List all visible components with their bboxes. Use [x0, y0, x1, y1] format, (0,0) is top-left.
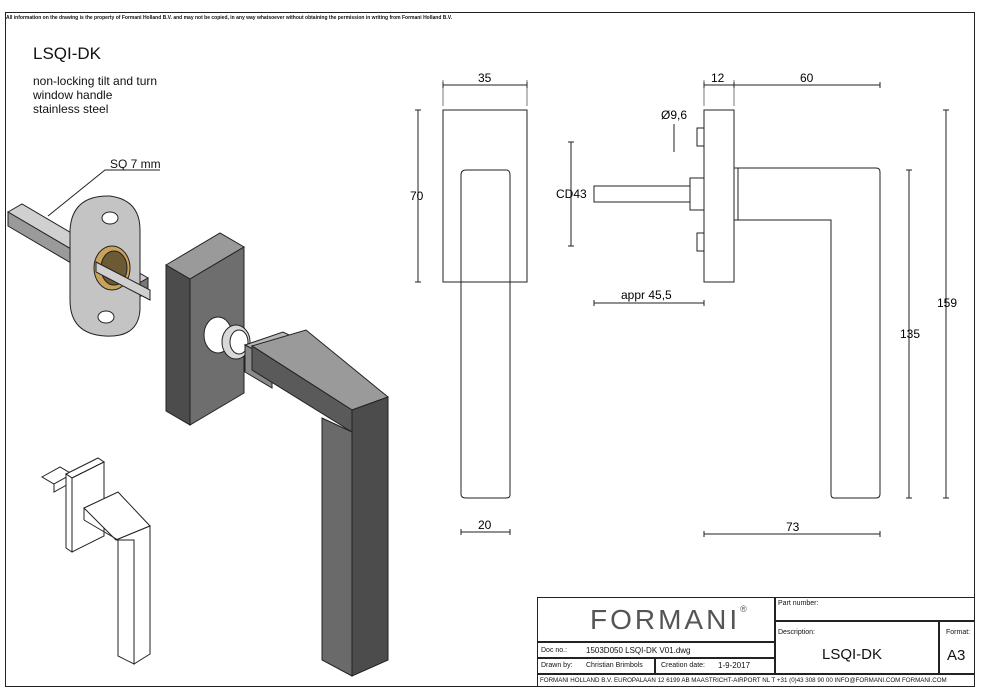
dim-35: 35	[478, 71, 492, 85]
side-collar	[689, 177, 705, 211]
handle-grip-side	[321, 417, 353, 677]
drawn-by-cell: Drawn by: Christian Brimbols	[537, 658, 655, 674]
front-view	[415, 80, 528, 535]
doc-no-value: 1503D050 LSQI-DK V01.dwg	[586, 646, 691, 655]
drawn-by-value: Christian Brimbols	[586, 662, 643, 669]
format-label: Format:	[946, 629, 971, 636]
format-cell: Format: A3	[939, 621, 975, 674]
side-rose-outline	[703, 109, 735, 283]
dim-73: 73	[786, 520, 800, 534]
dim-cd43: CD43	[556, 187, 587, 201]
logo-registered-mark: ®	[740, 604, 747, 614]
dim-60: 60	[800, 71, 814, 85]
format-value: A3	[947, 647, 966, 664]
company-logo: FORMANI	[590, 604, 741, 635]
exploded-view	[7, 169, 389, 677]
dim-159: 159	[937, 296, 957, 310]
logo-cell: FORMANI®	[537, 597, 775, 642]
dim-455: appr 45,5	[621, 288, 672, 302]
front-handle-outline	[460, 169, 511, 499]
description-value: LSQI-DK	[822, 646, 883, 663]
part-number-label: Part number:	[778, 600, 819, 607]
spindle-leader	[47, 169, 160, 217]
assembled-line-view	[40, 457, 151, 665]
drawn-by-label: Drawn by:	[541, 662, 573, 669]
side-view	[568, 80, 949, 537]
drawing-frame	[5, 12, 975, 687]
disclaimer: All information on the drawing is the pr…	[6, 15, 453, 21]
dim-20: 20	[478, 518, 492, 532]
handle-grip-front	[351, 396, 389, 677]
creation-date-label: Creation date:	[661, 662, 705, 669]
part-number-cell: Part number:	[775, 597, 975, 621]
description-label: Description:	[778, 629, 815, 636]
square-rose-side	[165, 264, 191, 426]
footer-cell: FORMANI HOLLAND B.V. EUROPALAAN 12 6199 …	[537, 674, 975, 687]
front-rose-outline	[442, 109, 528, 283]
doc-no-label: Doc no.:	[541, 647, 568, 654]
rosette-hole-top	[101, 211, 119, 225]
side-spindle	[593, 185, 691, 203]
description-cell: Description: LSQI-DK	[775, 621, 939, 674]
side-handle-outline	[733, 167, 881, 499]
creation-date-value: 1-9-2017	[718, 661, 751, 670]
creation-date-cell: Creation date: 1-9-2017	[655, 658, 775, 674]
doc-no-cell: Doc no.: 1503D050 LSQI-DK V01.dwg	[537, 642, 775, 658]
description-line-3: stainless steel	[33, 102, 109, 116]
title-block: FORMANI® Part number: Description: LSQI-…	[537, 597, 975, 687]
spindle-size-label: SQ 7 mm	[110, 157, 161, 171]
description-line-1: non-locking tilt and turn	[33, 74, 158, 88]
company-footer: FORMANI HOLLAND B.V. EUROPALAAN 12 6199 …	[540, 677, 947, 684]
description-line-2: window handle	[33, 88, 113, 102]
dim-135: 135	[900, 327, 920, 341]
dim-12: 12	[711, 71, 725, 85]
product-code: LSQI-DK	[33, 44, 102, 63]
dim-70: 70	[410, 189, 424, 203]
dim-dia96: Ø9,6	[661, 108, 687, 122]
rosette-hole-bottom	[97, 310, 115, 324]
